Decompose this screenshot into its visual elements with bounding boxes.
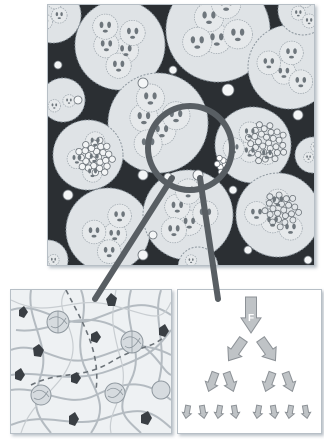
- force-arrow: [252, 405, 263, 419]
- detail-panel: [10, 289, 172, 434]
- force-arrow: [197, 405, 208, 419]
- small-particle: [255, 151, 261, 157]
- pore: [293, 110, 303, 120]
- small-particle: [267, 123, 273, 129]
- force-arrow: [279, 370, 298, 393]
- small-particle: [292, 204, 298, 210]
- pore: [63, 190, 73, 200]
- pore: [164, 173, 172, 181]
- small-particle: [262, 208, 268, 214]
- pore: [304, 256, 312, 264]
- small-particle: [274, 150, 280, 156]
- small-particle: [283, 196, 289, 202]
- microstructure-diagram: [48, 5, 314, 265]
- small-particle: [223, 166, 229, 172]
- small-particle: [79, 163, 85, 169]
- pore: [149, 231, 157, 239]
- small-particle: [281, 149, 287, 155]
- small-particle: [109, 156, 115, 162]
- microstructure-panel: [47, 4, 315, 266]
- force-arrow: [213, 405, 224, 419]
- force-arrow: [300, 405, 311, 419]
- pore: [193, 170, 203, 180]
- small-particle: [273, 144, 279, 150]
- force-arrow: [202, 370, 221, 393]
- pore: [138, 250, 148, 260]
- small-particle: [256, 158, 262, 164]
- force-distribution-panel: F: [177, 289, 322, 434]
- force-arrows: [181, 297, 311, 419]
- small-particle: [266, 200, 272, 206]
- pore: [138, 170, 148, 180]
- small-particle: [102, 169, 108, 175]
- pore: [229, 186, 237, 194]
- small-particle: [104, 143, 110, 149]
- small-particle: [82, 148, 88, 154]
- small-particle: [226, 159, 232, 165]
- pore: [138, 78, 148, 88]
- small-particle: [98, 143, 104, 149]
- small-particle: [252, 134, 258, 140]
- pore: [74, 96, 82, 104]
- pore: [222, 84, 234, 96]
- force-arrow: [259, 370, 278, 393]
- small-particle: [270, 206, 276, 212]
- pore: [54, 61, 62, 69]
- force-arrow: [268, 405, 279, 419]
- small-particle: [255, 139, 261, 145]
- force-arrow: [284, 405, 295, 419]
- force-arrow: [220, 370, 239, 393]
- network-detail: [11, 290, 171, 433]
- small-particle: [289, 211, 295, 217]
- small-particle: [214, 161, 220, 167]
- small-particle: [256, 122, 262, 128]
- small-particle: [267, 194, 273, 200]
- force-label: F: [248, 313, 254, 324]
- small-particle: [272, 156, 278, 162]
- small-particle: [280, 132, 286, 138]
- force-pyramid: F: [178, 290, 321, 433]
- small-particle: [83, 142, 89, 148]
- small-particle: [274, 129, 280, 135]
- small-particle: [277, 224, 283, 230]
- small-particle: [290, 195, 296, 201]
- small-particle: [248, 141, 254, 147]
- pore: [244, 246, 252, 254]
- small-particle: [218, 169, 224, 175]
- small-particle: [282, 213, 288, 219]
- small-particle: [290, 217, 296, 223]
- pore: [169, 66, 177, 74]
- force-arrow: [181, 405, 192, 419]
- small-particle: [270, 135, 276, 141]
- small-particle: [76, 148, 82, 154]
- small-particle: [296, 209, 302, 215]
- small-particle: [281, 207, 287, 213]
- force-arrow: [229, 405, 240, 419]
- small-particle: [280, 142, 286, 148]
- small-particle: [275, 210, 281, 216]
- small-particle: [268, 129, 274, 135]
- small-particle: [286, 202, 292, 208]
- force-arrow: [254, 334, 283, 365]
- force-arrow: [222, 334, 251, 365]
- small-particle: [267, 212, 273, 218]
- small-particle: [104, 163, 110, 169]
- small-particle: [276, 137, 282, 143]
- small-particle: [217, 155, 223, 161]
